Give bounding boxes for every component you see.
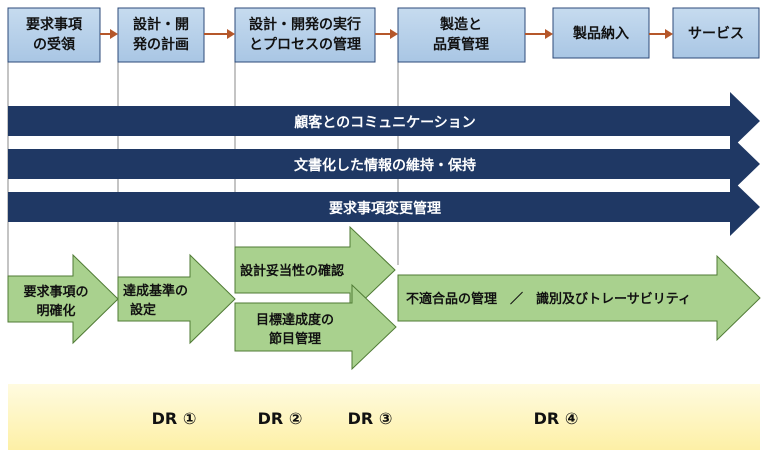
design-review-label: DR ③: [348, 409, 393, 428]
band-arrow: [8, 178, 760, 236]
activity-milestones: 目標達成度の 節目管理: [234, 283, 397, 371]
connector-arrow: [375, 29, 398, 39]
activity-validity: 設計妥当性の確認: [234, 225, 396, 315]
process-step-service: サービス: [672, 7, 760, 59]
process-step-line: 設計・開: [133, 16, 189, 33]
activity-line: 要求事項の: [23, 284, 88, 300]
band-arrow: [8, 135, 760, 193]
process-step-box: [552, 7, 650, 59]
activity-line: 明確化: [36, 303, 75, 319]
activities: 要求事項の 明確化 達成基準の 設定 設計妥当性の確認 目標達成度の 節目管理 …: [7, 225, 761, 371]
activity-arrow: [234, 283, 397, 371]
connector-arrow: [649, 29, 673, 39]
band-arrow: [8, 92, 760, 150]
activity-line: 目標達成度の: [256, 312, 334, 328]
band-documentation: 文書化した情報の維持・保持: [8, 135, 760, 193]
activity-arrow: [7, 253, 119, 345]
process-step-delivery: 製品納入: [552, 7, 650, 59]
band-label: 要求事項変更管理: [329, 200, 441, 217]
process-step-manufacturing: 製造と 品質管理: [397, 7, 526, 63]
activity-line: 設定: [130, 302, 156, 318]
activity-criteria: 達成基準の 設定: [117, 253, 236, 345]
design-review-label: DR ①: [152, 409, 197, 428]
activity-line: 設計妥当性の確認: [240, 263, 344, 279]
process-step-line: とプロセスの管理: [249, 36, 361, 53]
process-step-line: 発の計画: [132, 36, 189, 53]
process-step-line: 製造と: [439, 16, 482, 33]
activity-clarify: 要求事項の 明確化: [7, 253, 119, 345]
process-step-box: [7, 7, 101, 63]
activity-nonconforming: 不適合品の管理 ／ 識別及びトレーサビリティ: [397, 254, 761, 342]
activity-arrow: [397, 254, 761, 342]
support-bands: 顧客とのコミュニケーション 文書化した情報の維持・保持 要求事項変更管理: [8, 92, 760, 236]
design-review-band: [8, 384, 760, 450]
connector-arrow: [100, 29, 118, 39]
process-step-line: 設計・開発の実行: [249, 16, 361, 33]
process-step-line: 要求事項: [26, 16, 83, 33]
process-step-execution: 設計・開発の実行 とプロセスの管理: [234, 7, 376, 63]
step-connectors: [100, 29, 673, 39]
design-review-labels: DR ① DR ② DR ③ DR ④: [152, 409, 579, 428]
connector-arrow: [204, 29, 235, 39]
process-step-line: の受領: [33, 36, 76, 53]
design-review-label: DR ④: [534, 409, 579, 428]
activity-arrow: [117, 253, 236, 345]
process-step-box: [234, 7, 376, 63]
band-label: 文書化した情報の維持・保持: [294, 157, 476, 174]
process-step-line: サービス: [688, 26, 744, 42]
activity-line: 節目管理: [269, 331, 321, 347]
process-step-box: [672, 7, 760, 59]
activity-line: 不適合品の管理 ／ 識別及びトレーサビリティ: [406, 291, 691, 307]
process-step-line: 品質管理: [433, 36, 489, 53]
activity-line: 達成基準の: [123, 283, 188, 299]
band-change-control: 要求事項変更管理: [8, 178, 760, 236]
connector-arrow: [525, 29, 553, 39]
band-communication: 顧客とのコミュニケーション: [8, 92, 760, 150]
process-steps: 要求事項 の受領 設計・開 発の計画 設計・開発の実行 とプロセスの管理 製造と…: [7, 7, 760, 63]
process-step-planning: 設計・開 発の計画: [117, 7, 205, 63]
process-step-line: 製品納入: [572, 25, 629, 42]
band-label: 顧客とのコミュニケーション: [294, 114, 476, 131]
design-review-label: DR ②: [258, 409, 303, 428]
process-step-requirements: 要求事項 の受領: [7, 7, 101, 63]
